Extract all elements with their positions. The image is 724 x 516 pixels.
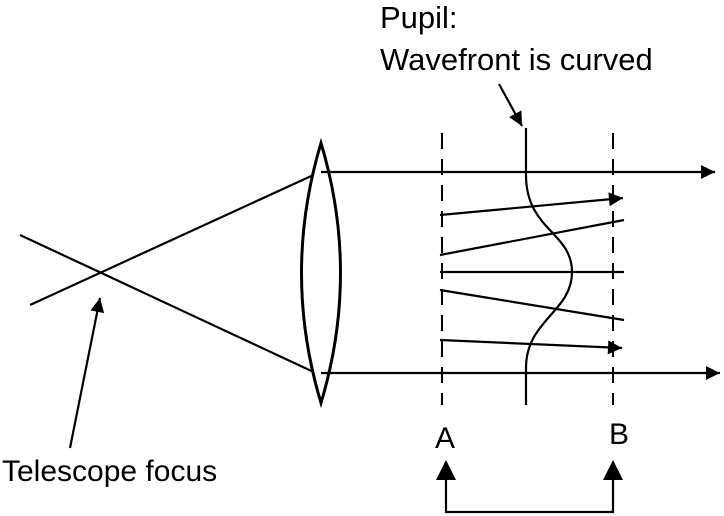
lens bbox=[300, 137, 342, 409]
collimated-rays bbox=[321, 165, 720, 380]
pupil-subtitle: Wavefront is curved bbox=[380, 42, 653, 77]
pupil-pointer-arrow bbox=[498, 83, 523, 127]
focus-pointer-arrow bbox=[68, 297, 105, 449]
ray-lower-left bbox=[19, 234, 321, 376]
pupil-planes bbox=[441, 133, 614, 405]
tilted-ray-2 bbox=[439, 218, 625, 257]
converging-rays bbox=[19, 171, 321, 376]
bracket-arrowhead-b bbox=[603, 460, 623, 480]
bracket-arrowhead-a bbox=[436, 460, 456, 480]
curved-wavefront bbox=[524, 128, 574, 405]
plane-b-label: B bbox=[609, 418, 629, 451]
plane-a-label: A bbox=[435, 422, 455, 455]
a-to-b-bracket bbox=[444, 462, 615, 514]
telescope-focus-label: Telescope focus bbox=[2, 455, 217, 488]
tilted-ray-4 bbox=[439, 288, 625, 322]
tilted-rays bbox=[439, 192, 625, 355]
ray-upper-left bbox=[29, 171, 321, 306]
pupil-title: Pupil: bbox=[380, 0, 458, 35]
